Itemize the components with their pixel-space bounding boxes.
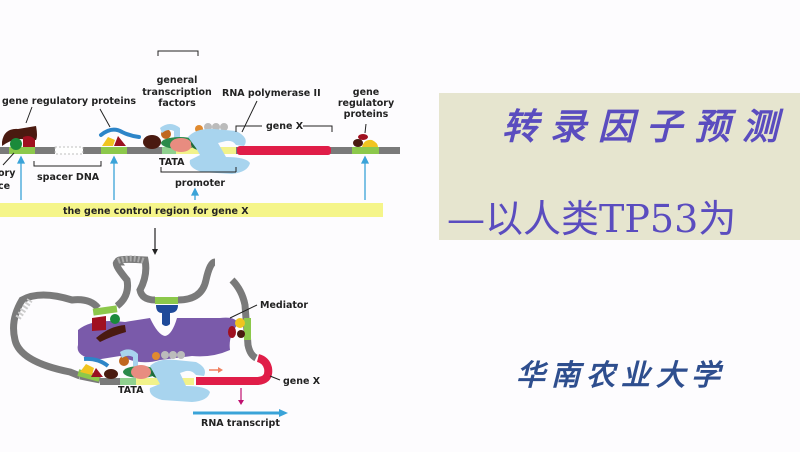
university-name: 华南农业大学 bbox=[516, 358, 727, 392]
gtf-grey-3 bbox=[177, 351, 185, 359]
gtf-orange-small bbox=[152, 352, 160, 360]
label-rna-transcript: RNA transcript bbox=[201, 418, 280, 429]
label-mediator: Mediator bbox=[260, 300, 308, 311]
regulatory-site bbox=[244, 318, 251, 340]
gtf-orange bbox=[119, 356, 129, 366]
bracket-spacer bbox=[33, 161, 102, 167]
gtf-light-blue bbox=[160, 124, 180, 140]
label-gene-reg-right: gene bbox=[353, 87, 379, 98]
title-box bbox=[439, 93, 800, 240]
slide-subtitle: —以人类TP53为 bbox=[447, 197, 737, 241]
bracket-promoter bbox=[160, 167, 236, 173]
bracket-gtf bbox=[157, 50, 199, 56]
label-regulatory-sequence: ce bbox=[0, 181, 10, 192]
regulatory-protein-darkred bbox=[114, 136, 126, 146]
gtf-grey-1 bbox=[161, 351, 169, 359]
regulatory-protein-brown-right bbox=[353, 139, 363, 147]
tata-box bbox=[120, 378, 136, 385]
gtf-light-blue bbox=[120, 349, 138, 366]
label-gene-reg-right: proteins bbox=[344, 109, 389, 120]
regulatory-protein-yellow bbox=[102, 137, 115, 146]
regulatory-protein-green bbox=[110, 314, 120, 324]
pointer-line bbox=[25, 106, 33, 124]
pointer-line bbox=[269, 375, 281, 381]
gene-x-segment bbox=[237, 146, 331, 155]
regulatory-site bbox=[92, 305, 118, 316]
gtf-pink bbox=[170, 138, 192, 152]
label-tata: TATA bbox=[159, 157, 185, 168]
regulatory-site-right bbox=[352, 147, 379, 154]
label-rna-polymerase: RNA polymerase II bbox=[222, 88, 321, 99]
regulatory-protein-darkred bbox=[228, 326, 236, 338]
gtf-pink bbox=[131, 365, 151, 379]
label-gene-regulatory-proteins: gene regulatory proteins bbox=[2, 96, 136, 107]
label-regulatory-sequence: ory bbox=[0, 168, 16, 179]
dna-strand bbox=[100, 378, 120, 385]
tata-box bbox=[162, 147, 176, 154]
gtf-brown-dark bbox=[104, 369, 118, 379]
label-gene-reg-right: regulatory bbox=[338, 98, 395, 109]
regulatory-protein-red bbox=[23, 136, 35, 147]
gene-x-segment bbox=[196, 354, 273, 385]
label-spacer-dna: spacer DNA bbox=[37, 172, 100, 183]
pointer-line bbox=[2, 152, 15, 166]
regulatory-site-mid bbox=[101, 147, 127, 154]
regulatory-protein-blue bbox=[83, 356, 110, 368]
regulatory-protein-yellow bbox=[80, 364, 94, 375]
rna-polymerase-ii bbox=[149, 359, 210, 402]
regulatory-protein-red bbox=[92, 316, 106, 331]
regulatory-protein-green bbox=[10, 138, 22, 150]
spacer-gap bbox=[54, 146, 84, 155]
regulatory-protein-darkred bbox=[91, 368, 103, 377]
slide-title: 转录因子预测 bbox=[502, 106, 791, 148]
regulatory-site-left bbox=[9, 147, 35, 154]
regulatory-protein-red-top bbox=[358, 134, 368, 140]
label-tata: TATA bbox=[118, 385, 144, 396]
rna-transcript-arrow bbox=[193, 409, 288, 417]
spacer-gap bbox=[116, 255, 146, 264]
pointer-line bbox=[99, 108, 111, 128]
rna-polymerase-ii bbox=[188, 128, 250, 174]
bracket-gene-x bbox=[235, 125, 333, 132]
label-general-tf: factors bbox=[158, 98, 196, 109]
pointer-line bbox=[229, 304, 258, 319]
label-gene-x: gene X bbox=[283, 376, 321, 387]
control-region-bar bbox=[0, 203, 383, 217]
gtf-grey-3 bbox=[220, 123, 228, 131]
label-general-tf: transcription bbox=[142, 87, 212, 98]
regulatory-protein-brown bbox=[96, 325, 126, 342]
pointer-line bbox=[241, 100, 258, 133]
down-arrow-magenta bbox=[238, 388, 244, 405]
gtf-brown-dark bbox=[143, 135, 161, 149]
label-promoter: promoter bbox=[175, 178, 225, 189]
regulatory-site bbox=[155, 297, 178, 304]
regulatory-protein-yellow bbox=[235, 318, 245, 328]
gene-control-diagram: gene regulatory proteins ory ce spacer D… bbox=[0, 50, 400, 429]
up-arrows bbox=[16, 155, 370, 200]
down-arrow bbox=[152, 228, 158, 255]
activator-blue bbox=[156, 305, 178, 326]
label-control-region: the gene control region for gene X bbox=[63, 206, 249, 217]
transcription-start-arrow bbox=[209, 367, 223, 373]
gtf-grey-2 bbox=[169, 351, 177, 359]
regulatory-protein-yellow-right bbox=[362, 139, 378, 147]
label-general-tf: general bbox=[157, 75, 198, 86]
regulatory-protein-brown bbox=[237, 330, 245, 338]
label-gene-x: gene X bbox=[266, 121, 304, 132]
regulatory-protein-brown bbox=[2, 126, 37, 146]
pointer-line bbox=[364, 123, 367, 134]
regulatory-protein-blue bbox=[99, 127, 141, 139]
